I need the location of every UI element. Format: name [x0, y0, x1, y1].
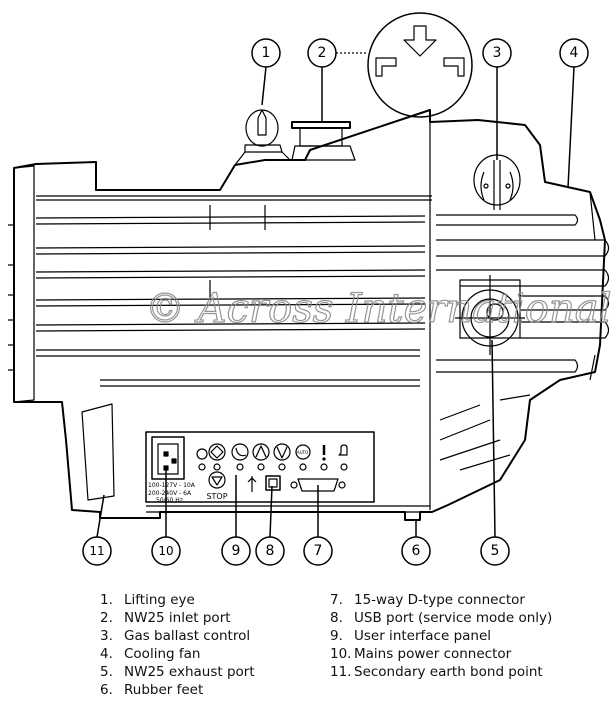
exhaust-port [455, 275, 525, 355]
stop-label: STOP [206, 492, 227, 501]
legend-item: 6. Rubber feet [100, 681, 255, 699]
callout-4: 4 [570, 45, 579, 61]
fan-fins [436, 191, 610, 381]
voltage-rating-2: 200-240V - 6A [148, 490, 192, 497]
legend-number: 2. [100, 610, 113, 626]
callout-1: 1 [262, 45, 271, 61]
alarm-bell-icon [338, 444, 348, 456]
stop-button [208, 471, 226, 489]
standby-button [231, 443, 249, 461]
legend-number: 3. [100, 628, 113, 644]
legend-number: 5. [100, 664, 113, 680]
earth-bond-housing [81, 403, 115, 501]
left-end-cap [13, 165, 35, 403]
panel-buttons [196, 443, 348, 492]
legend-number: 7. [330, 592, 343, 608]
legend-number: 11. [330, 664, 352, 680]
cooling-fins [35, 195, 432, 387]
legend-number: 9. [330, 628, 343, 644]
legend-number: 1. [100, 592, 113, 608]
legend-label: Gas ballast control [124, 628, 251, 644]
legend-label: Mains power connector [354, 646, 512, 662]
user-interface-panel [145, 431, 430, 513]
legend-column-right: 7. 15-way D-type connector 8. USB port (se… [330, 591, 552, 681]
legend-label: USB port (service mode only) [354, 610, 553, 626]
callout-3: 3 [493, 45, 502, 61]
legend-number: 6. [100, 682, 113, 698]
motor-lower-detail [439, 394, 531, 471]
legend-label: Secondary earth bond point [354, 664, 543, 680]
speed-up-button [252, 443, 270, 461]
legend-label: NW25 exhaust port [124, 664, 255, 680]
start-button [208, 443, 226, 461]
frequency-rating: 50/60 Hz [156, 497, 183, 504]
callout-10: 10 [158, 544, 173, 558]
legend-item: 8. USB port (service mode only) [330, 609, 552, 627]
callout-11: 11 [89, 544, 104, 558]
callout-7: 7 [314, 543, 323, 559]
callout-6: 6 [412, 543, 421, 559]
voltage-rating-1: 100-127V - 10A [148, 482, 196, 489]
legend-label: Lifting eye [124, 592, 195, 608]
auto-button [295, 444, 311, 460]
legend-label: Cooling fan [124, 646, 201, 662]
legend-item: 1. Lifting eye [100, 591, 255, 609]
legend-label: User interface panel [354, 628, 492, 644]
lifting-eye [234, 109, 291, 166]
legend-item: 3. Gas ballast control [100, 627, 255, 645]
pump-diagram: 1 2 3 4 5 6 7 8 9 10 11 100-127V - 10A 2… [8, 12, 612, 566]
auto-label: AUTO [297, 450, 308, 455]
d-type-connector [297, 478, 339, 492]
watermark: © Across International [145, 286, 611, 332]
usb-port [265, 475, 281, 491]
callout-5: 5 [491, 543, 500, 559]
callouts [82, 38, 589, 566]
legend-item: 10.Mains power connector [330, 645, 552, 663]
callout-9: 9 [232, 543, 241, 559]
usb-icon [247, 476, 257, 492]
mains-power-connector [151, 436, 185, 480]
speed-down-button [273, 443, 291, 461]
inlet-port [291, 121, 356, 161]
legend-item: 11.Secondary earth bond point [330, 663, 552, 681]
pump-body-outline [13, 109, 606, 521]
power-status-icon [196, 448, 208, 460]
gas-ballast-knob [473, 154, 521, 210]
legend-label: Rubber feet [124, 682, 204, 698]
legend-number: 4. [100, 646, 113, 662]
legend-number: 8. [330, 610, 343, 626]
legend-column-left: 1. Lifting eye 2. NW25 inlet port 3. Gas ba… [100, 591, 255, 699]
left-end-cap-ribs [8, 224, 14, 371]
legend-item: 4. Cooling fan [100, 645, 255, 663]
legend-number: 10. [330, 646, 352, 662]
legend-item: 9. User interface panel [330, 627, 552, 645]
legend-label: 15-way D-type connector [354, 592, 525, 608]
legend-item: 5. NW25 exhaust port [100, 663, 255, 681]
legend-item: 2. NW25 inlet port [100, 609, 255, 627]
inlet-detail-circle [336, 12, 473, 118]
legend-label: NW25 inlet port [124, 610, 231, 626]
legend-item: 7. 15-way D-type connector [330, 591, 552, 609]
callout-2: 2 [318, 45, 327, 61]
callout-8: 8 [266, 543, 275, 559]
